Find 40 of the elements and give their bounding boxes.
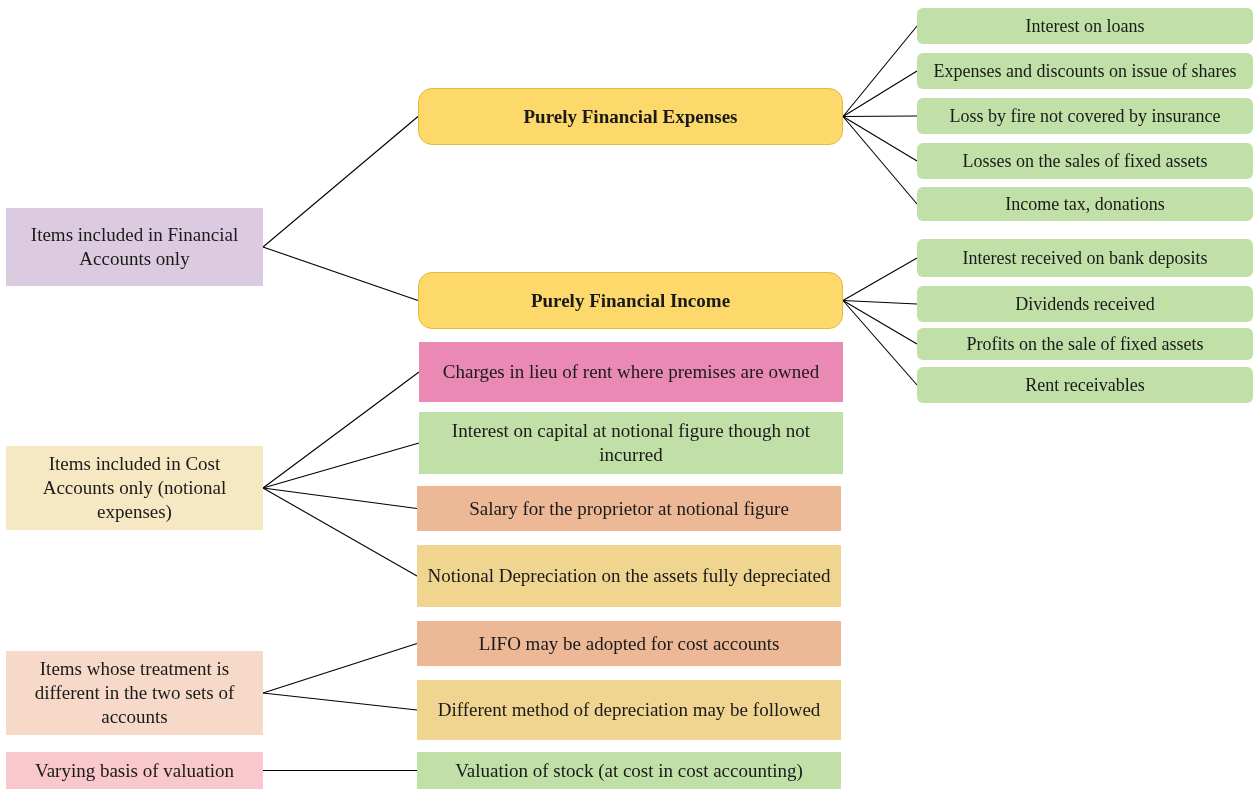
item-box: Interest received on bank deposits — [917, 239, 1253, 277]
item-box: Valuation of stock (at cost in cost accounting) — [417, 752, 841, 789]
item-box: Items included in Cost Accounts only (notional expenses) — [6, 446, 263, 530]
connector-line — [842, 115, 918, 162]
connector-line — [262, 642, 418, 694]
connector-line — [842, 115, 918, 118]
connector-line — [262, 442, 420, 489]
category-box: Purely Financial Expenses — [418, 88, 843, 145]
connector-line — [842, 299, 918, 386]
item-box: Charges in lieu of rent where premises are owned — [419, 342, 843, 402]
item-box: Losses on the sales of fixed assets — [917, 143, 1253, 179]
connector-line — [842, 25, 918, 118]
connector-line — [262, 487, 418, 577]
connector-line — [262, 692, 418, 711]
item-box: Salary for the proprietor at notional figure — [417, 486, 841, 531]
connector-line — [842, 70, 918, 118]
connector-line — [262, 246, 419, 302]
connector-line — [842, 299, 918, 345]
item-box: Items included in Financial Accounts only — [6, 208, 263, 286]
connector-line — [842, 115, 918, 205]
connector-line — [262, 371, 420, 489]
connector-line — [262, 115, 419, 248]
connector-line — [262, 769, 418, 772]
item-box: Notional Depreciation on the assets fully depreciated — [417, 545, 841, 607]
item-box: Loss by fire not covered by insurance — [917, 98, 1253, 134]
connector-line — [842, 299, 918, 305]
item-box: Items whose treatment is different in the two sets of accounts — [6, 651, 263, 735]
item-box: Dividends received — [917, 286, 1253, 322]
item-box: Income tax, donations — [917, 187, 1253, 221]
connector-line — [262, 487, 418, 510]
item-box: Different method of depreciation may be followed — [417, 680, 841, 740]
category-box: Purely Financial Income — [418, 272, 843, 329]
item-box: Interest on capital at notional figure though not incurred — [419, 412, 843, 474]
connector-line — [842, 257, 918, 302]
item-box: Rent receivables — [917, 367, 1253, 403]
item-box: LIFO may be adopted for cost accounts — [417, 621, 841, 666]
item-box: Varying basis of valuation — [6, 752, 263, 789]
item-box: Profits on the sale of fixed assets — [917, 328, 1253, 360]
item-box: Expenses and discounts on issue of shares — [917, 53, 1253, 89]
item-box: Interest on loans — [917, 8, 1253, 44]
